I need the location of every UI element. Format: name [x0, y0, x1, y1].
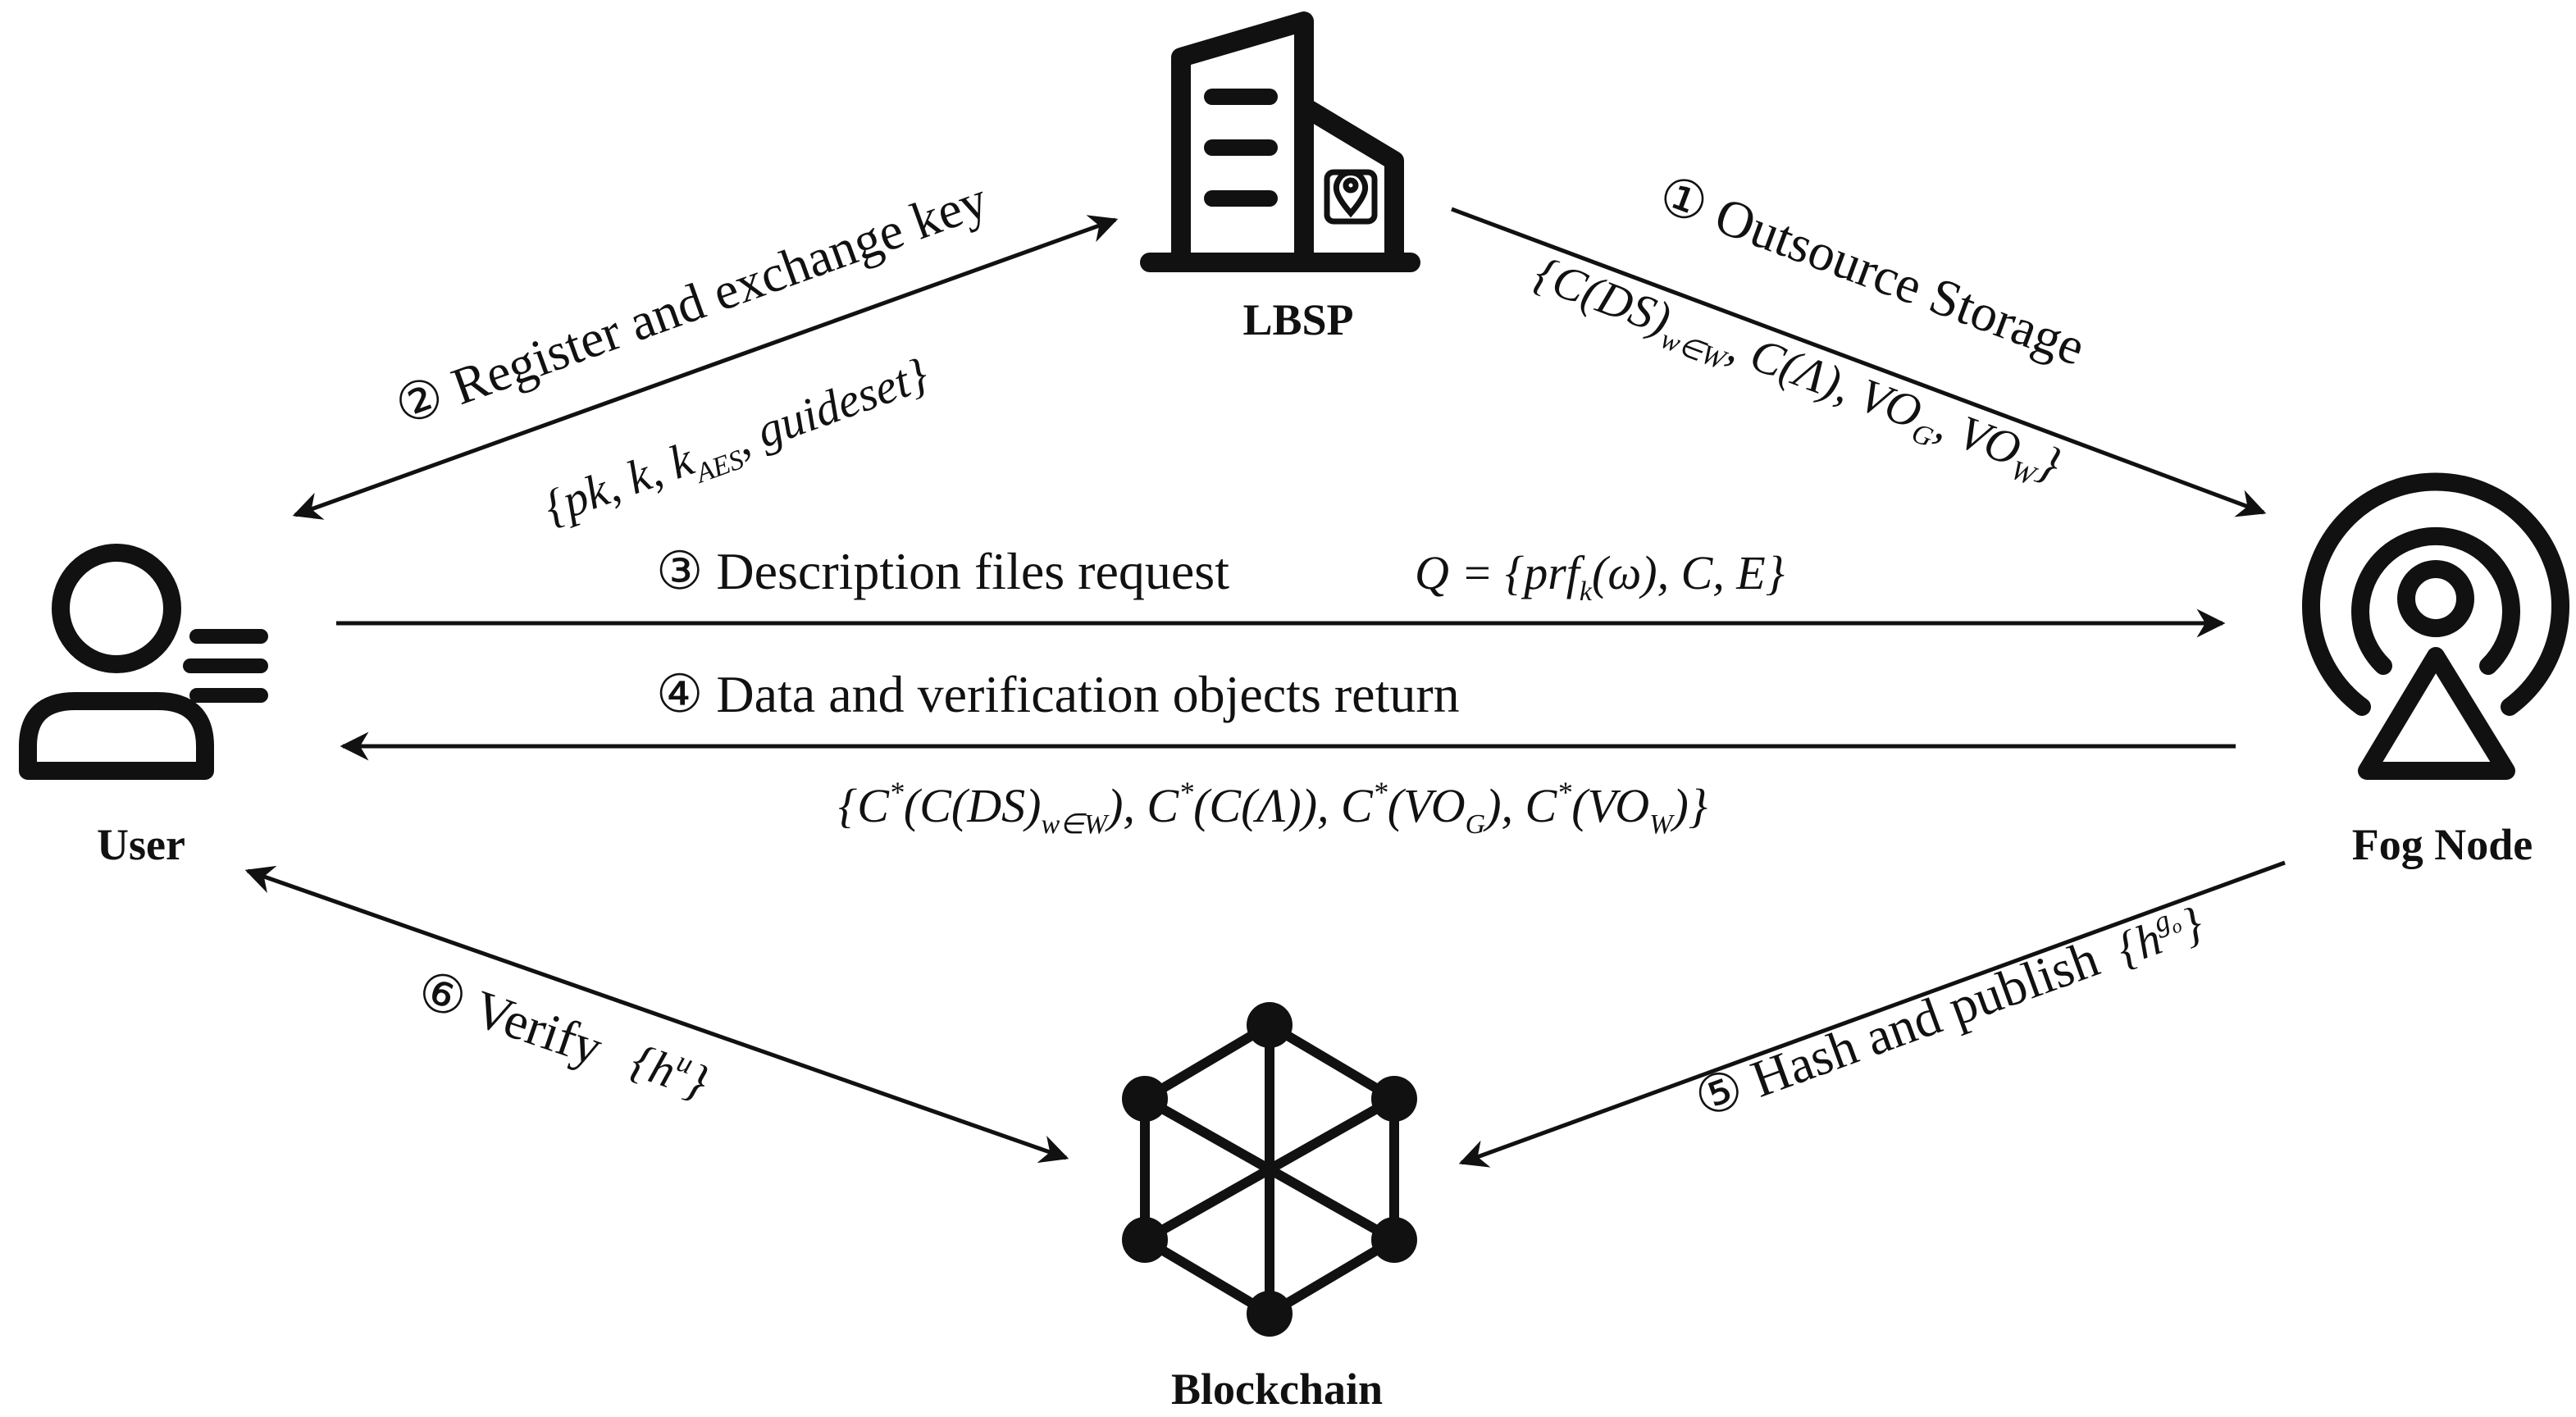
- arrow-register-exchange: [292, 215, 1119, 520]
- step6-label: ⑥ Verify: [411, 959, 610, 1077]
- arrow-outsource-storage: [1451, 207, 2267, 517]
- step6-formula: {hu}: [625, 1031, 716, 1109]
- user-icon: [19, 544, 268, 780]
- step5-formula: {hgo}: [2109, 893, 2209, 976]
- step4-formula: {C*(C(DS)w∈W), C*(C(Λ)), C*(VOG), C*(VOW…: [838, 776, 1707, 840]
- lbsp-label: LBSP: [1242, 295, 1353, 344]
- fog-node-label: Fog Node: [2352, 820, 2533, 869]
- step3-formula: Q = {prfk(ω), C, E}: [1415, 546, 1785, 607]
- location-pin-icon: [1324, 169, 1378, 225]
- arrow-verify: [244, 865, 1069, 1164]
- step5-label: ⑤ Hash and publish: [1687, 929, 2106, 1129]
- step4-label: ④ Data and verification objects return: [656, 665, 1460, 723]
- antenna-icon: [2302, 472, 2569, 780]
- step3-label: ③ Description files request: [656, 542, 1229, 600]
- building-icon: [1140, 11, 1420, 272]
- step2-formula: {pk, k, kAES, guideset}: [537, 348, 937, 541]
- arrow-hash-publish: [1458, 860, 2286, 1168]
- user-label: User: [97, 820, 185, 869]
- blockchain-label: Blockchain: [1171, 1365, 1383, 1414]
- blockchain-icon: [1122, 1002, 1417, 1337]
